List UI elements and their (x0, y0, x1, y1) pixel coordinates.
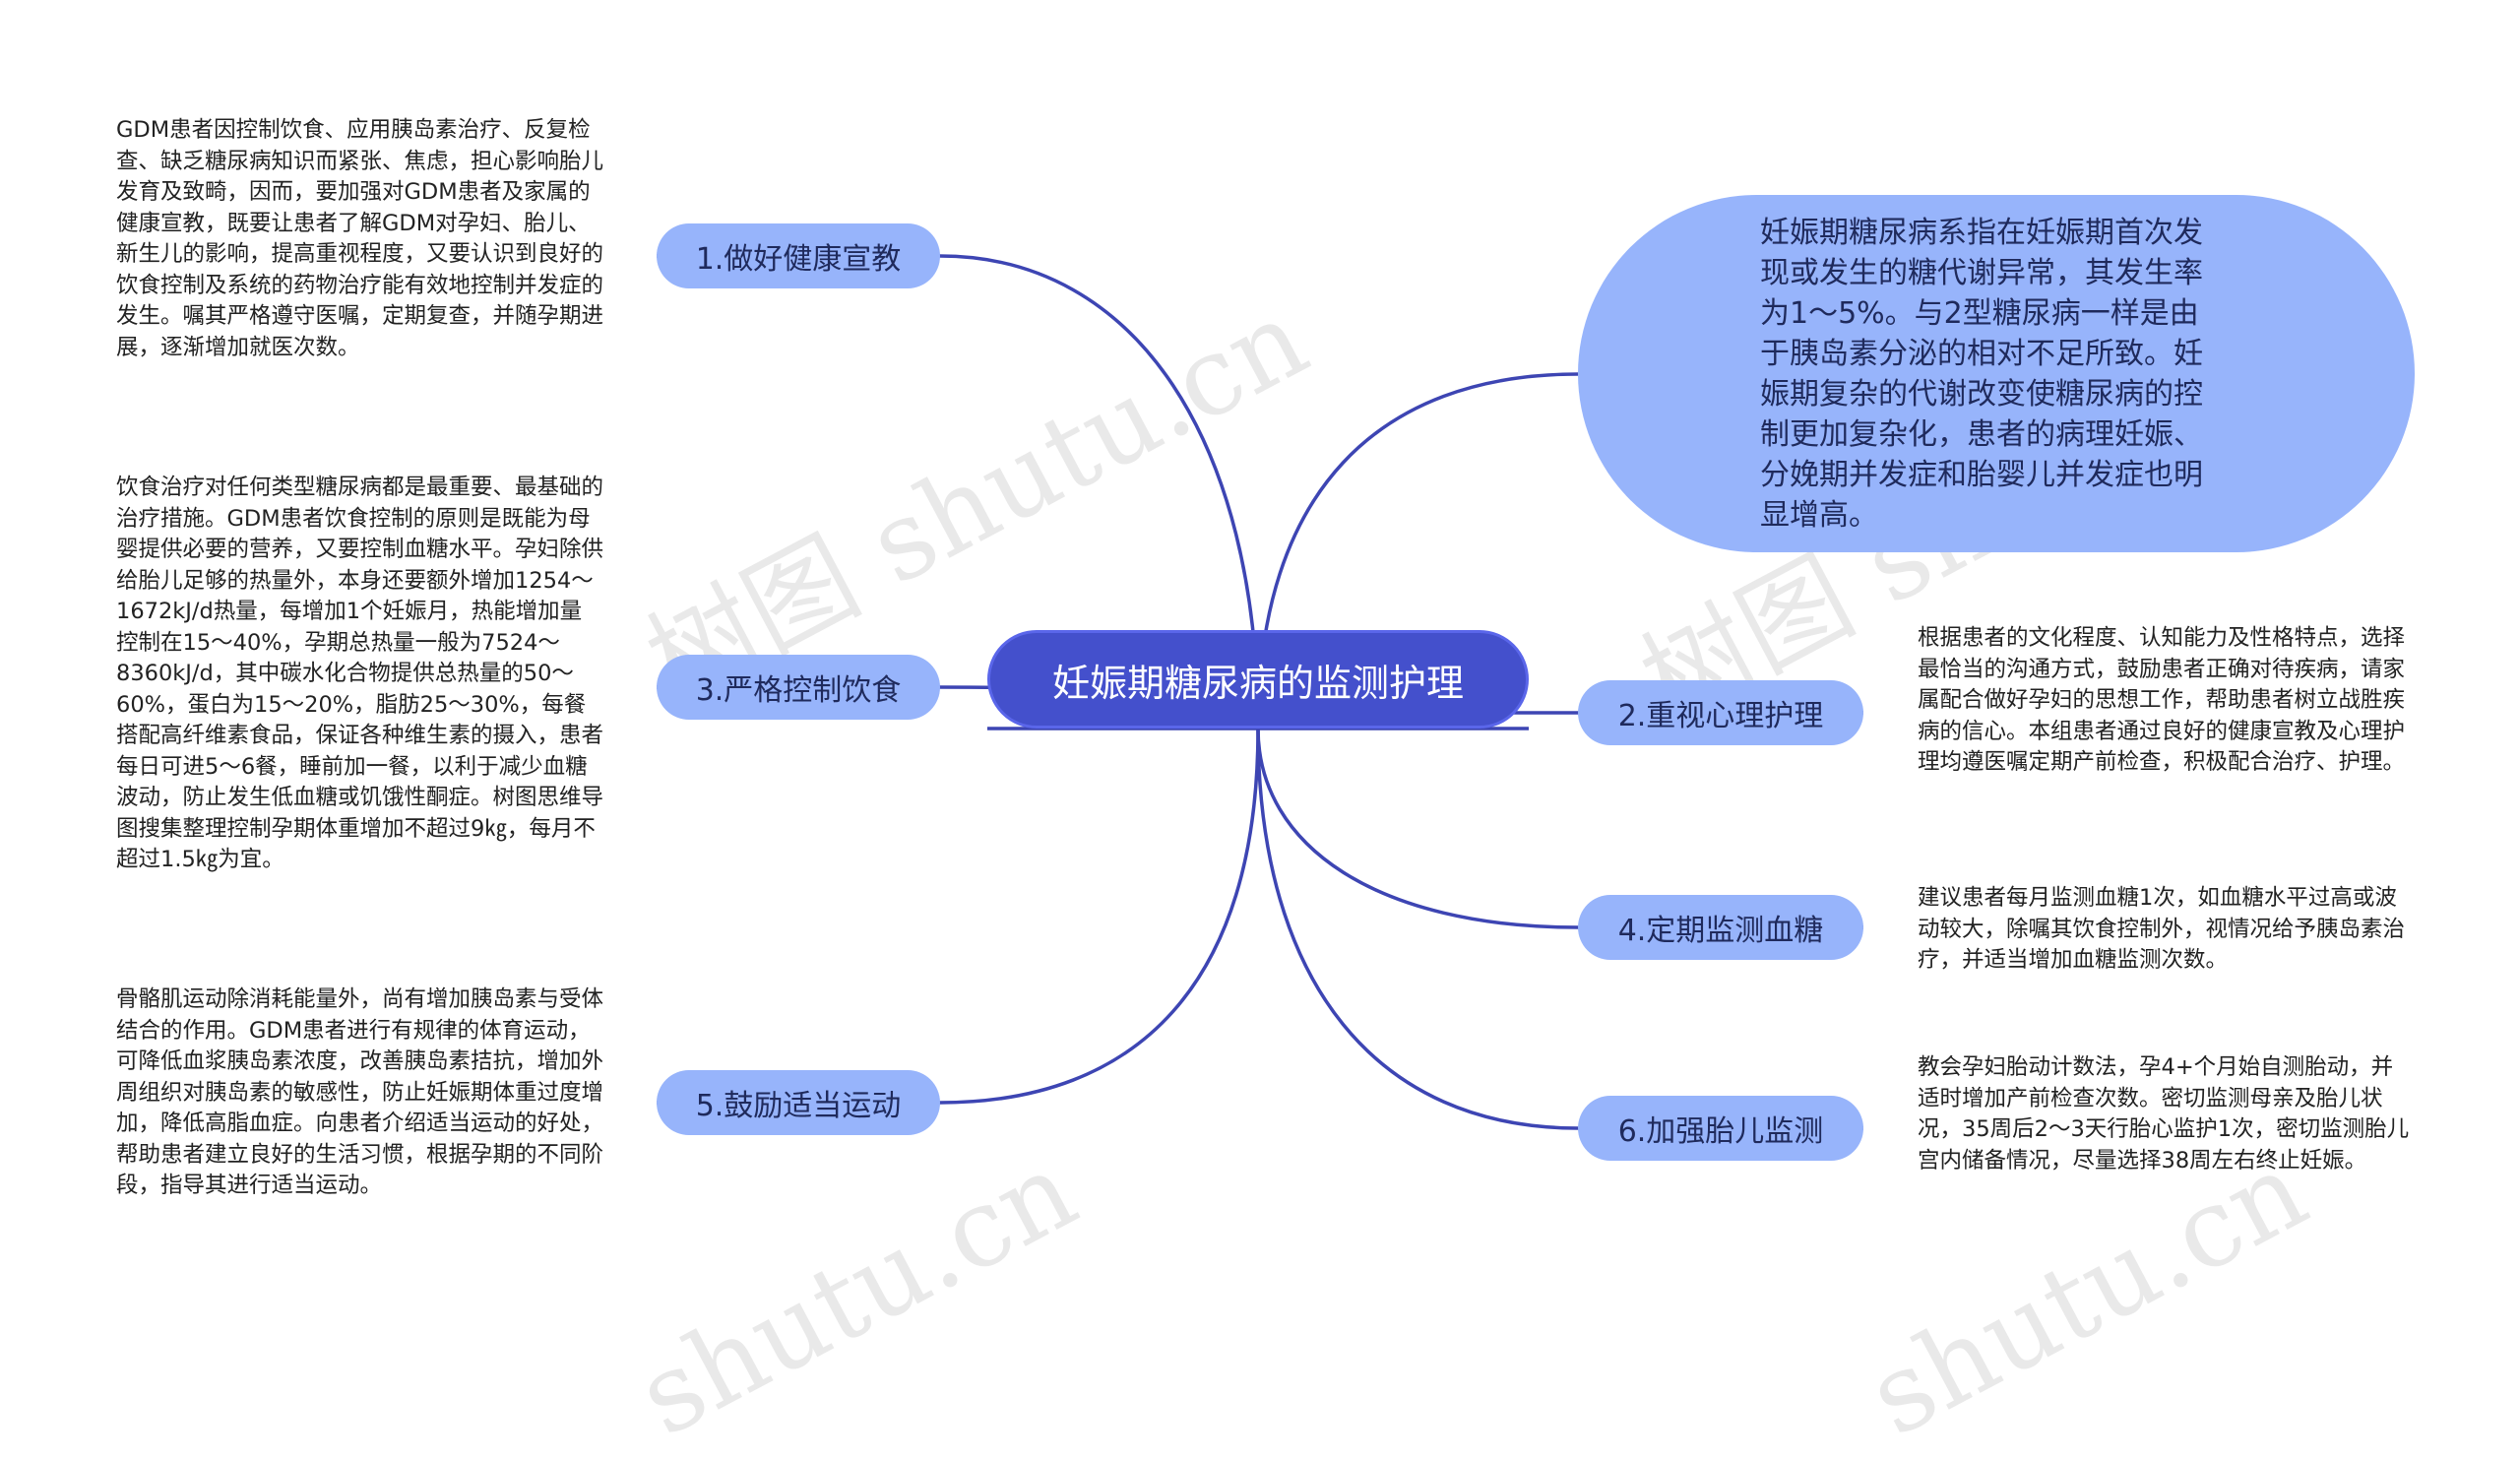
note-fetal-monitoring: 教会孕妇胎动计数法，孕4+个月始自测胎动，并适时增加产前检查次数。密切监测母亲及… (1918, 1054, 2410, 1174)
branch-diet-control[interactable]: 3.严格控制饮食 (657, 655, 940, 720)
branch-fetal-monitoring[interactable]: 6.加强胎儿监测 (1578, 1096, 1863, 1161)
note-glucose-monitoring: 建议患者每月监测血糖1次，如血糖水平过高或波动较大，除嘱其饮食控制外，视情况给予… (1918, 885, 2406, 973)
root-node[interactable]: 妊娠期糖尿病的监测护理 (987, 630, 1529, 729)
connector-branch-6 (1256, 728, 1579, 1130)
branch-glucose-monitoring[interactable]: 4.定期监测血糖 (1578, 895, 1863, 960)
note-exercise: 骨骼肌运动除消耗能量外，尚有增加胰岛素与受体结合的作用。GDM患者进行有规律的体… (116, 986, 604, 1198)
connector-branch-1 (939, 254, 1260, 730)
connector-branch-5 (939, 728, 1260, 1105)
connector-branch-4 (1256, 728, 1579, 929)
definition-node[interactable]: 妊娠期糖尿病系指在妊娠期首次发现或发生的糖代谢异常，其发生率为1～5%。与2型糖… (1578, 195, 2415, 552)
branch-health-education[interactable]: 1.做好健康宣教 (657, 223, 940, 288)
note-psychological-care: 根据患者的文化程度、认知能力及性格特点，选择最恰当的沟通方式，鼓励患者正确对待疾… (1918, 625, 2406, 775)
branch-psychological-care[interactable]: 2.重视心理护理 (1578, 680, 1863, 745)
note-health-education: GDM患者因控制饮食、应用胰岛素治疗、反复检查、缺乏糖尿病知识而紧张、焦虑，担心… (116, 117, 604, 360)
branch-exercise[interactable]: 5.鼓励适当运动 (657, 1070, 940, 1135)
note-diet-control: 饮食治疗对任何类型糖尿病都是最重要、最基础的治疗措施。GDM患者饮食控制的原则是… (116, 475, 604, 872)
